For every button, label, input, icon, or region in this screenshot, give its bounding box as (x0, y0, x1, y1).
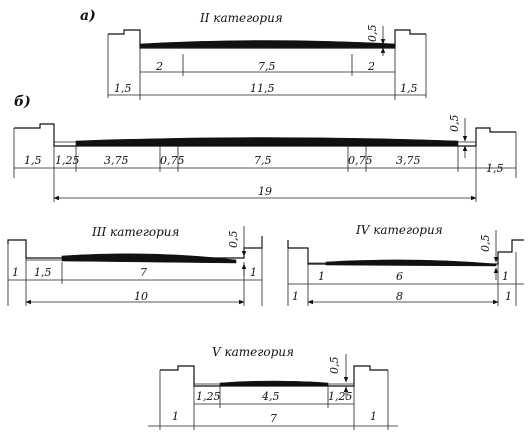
dim-top-4-3: 1 (502, 270, 509, 283)
dim-top-2b-7: 3,75 (396, 154, 421, 167)
dim-bottom-5-1: 1 (172, 410, 179, 423)
section-category-2b: б) 0,5 1,5 1,25 3,75 0,75 7,5 0,75 3,75 … (13, 94, 517, 202)
dim-top-3-1: 1 (12, 266, 19, 279)
height-5: 0,5 (328, 357, 341, 375)
dim-bottom-2a-1: 1,5 (114, 82, 132, 95)
dim-top-2b-1: 1,5 (24, 154, 42, 167)
section-category-4: IV категория 0,5 1 6 1 8 1 1 (287, 223, 524, 306)
title-category-3: III категория (91, 225, 180, 239)
pavement-3 (61, 253, 237, 264)
dim-top-2a-2: 7,5 (258, 60, 276, 73)
section-category-5: V категория 0,5 1,25 4,5 1,25 1 7 1 (148, 345, 398, 430)
dim-top-4-1: 1 (318, 270, 325, 283)
label-b: б) (14, 94, 31, 110)
dim-top-2b-5: 7,5 (254, 154, 272, 167)
dim-top-4-2: 6 (396, 270, 403, 283)
dim-top-2a-1: 2 (155, 60, 163, 73)
dim-top-3-4: 1 (250, 266, 257, 279)
section-category-2a: а) II категория 0,5 2 7,5 2 1,5 11,5 1,5 (80, 8, 427, 100)
title-category-5: V категория (212, 345, 294, 359)
dim-top-2b-4: 0,75 (160, 154, 185, 167)
dim-top-2b-8: 1,5 (486, 162, 504, 175)
dim-top-2b-3: 3,75 (104, 154, 129, 167)
section-category-3: III категория 0,5 1 1,5 7 1 10 (7, 225, 263, 306)
dim-bottom-4-left: 1 (292, 290, 299, 303)
dim-bottom-4-1: 8 (396, 290, 403, 303)
dim-top-5-2: 4,5 (261, 390, 280, 403)
pavement-2b (75, 137, 459, 147)
label-a: а) (80, 8, 96, 24)
dim-top-2b-2: 1,25 (55, 154, 80, 167)
height-2a: 0,5 (366, 25, 379, 43)
title-category-4: IV категория (355, 223, 443, 237)
dim-top-5-3: 1,25 (328, 390, 353, 403)
dim-top-5-1: 1,25 (196, 390, 221, 403)
dim-top-2a-3: 2 (367, 60, 375, 73)
pavement-5 (219, 380, 329, 387)
dim-bottom-2a-3: 1,5 (400, 82, 418, 95)
dim-bottom-5-2: 7 (270, 412, 277, 425)
dim-bottom-5-3: 1 (370, 410, 377, 423)
height-4: 0,5 (479, 235, 492, 253)
height-3: 0,5 (227, 231, 240, 249)
dim-bottom-4-right: 1 (505, 290, 512, 303)
dim-bottom-2b-1: 19 (258, 185, 272, 198)
dim-top-3-2: 1,5 (34, 266, 52, 279)
pavement-2a (139, 40, 396, 49)
height-2b: 0,5 (448, 115, 461, 133)
dim-bottom-2a-2: 11,5 (250, 82, 275, 95)
dim-top-2b-6: 0,75 (348, 154, 373, 167)
title-category-2: II категория (199, 11, 283, 25)
pavement-4 (325, 259, 497, 267)
dim-bottom-3-1: 10 (134, 290, 148, 303)
dim-top-3-3: 7 (140, 266, 147, 279)
